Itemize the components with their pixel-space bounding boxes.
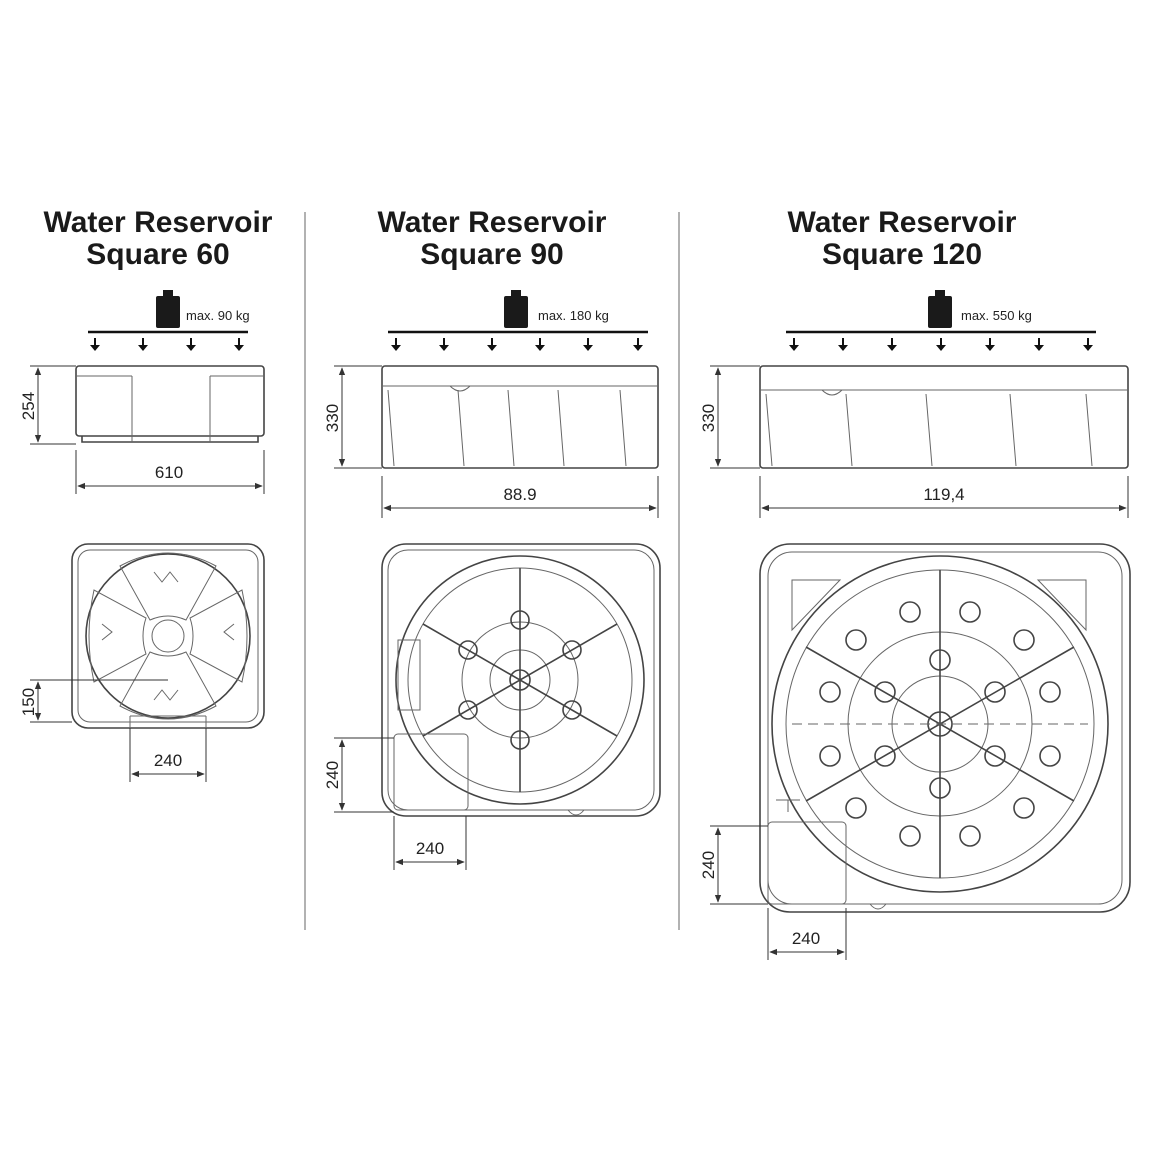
dimension-height xyxy=(710,365,760,469)
dimension-offset-vertical xyxy=(710,825,768,905)
side-view xyxy=(381,365,659,469)
panel-title-line1: Water Reservoir xyxy=(44,206,273,239)
dimension-offset-vertical xyxy=(334,737,394,813)
weight-icon xyxy=(928,290,952,328)
panel-square-90: Water Reservoir Square 90 max. 180 kg 33… xyxy=(323,206,661,870)
dimension-height-label: 254 xyxy=(19,392,38,420)
dimension-offset-vertical-label: 240 xyxy=(323,761,342,789)
arrow-down-icon xyxy=(390,337,644,352)
dimension-offset-horizontal-label: 240 xyxy=(792,929,820,948)
dimension-width xyxy=(381,476,659,518)
dimension-offset-vertical-label: 150 xyxy=(19,688,38,716)
dimension-width-label: 119,4 xyxy=(923,485,964,504)
panel-title-line2: Square 90 xyxy=(420,238,563,271)
panel-title-line1: Water Reservoir xyxy=(378,206,607,239)
dimension-offset-vertical-label: 240 xyxy=(699,851,718,879)
top-view xyxy=(381,543,661,817)
max-load-label: max. 550 kg xyxy=(961,308,1032,323)
top-view xyxy=(759,543,1131,913)
dimension-height-label: 330 xyxy=(323,404,342,432)
top-view xyxy=(71,543,265,729)
panel-square-60: Water Reservoir Square 60 max. 90 kg 254 xyxy=(19,206,273,782)
max-load-label: max. 90 kg xyxy=(186,308,250,323)
dimension-offset-horizontal xyxy=(767,908,847,960)
dimension-width-label: 88.9 xyxy=(503,485,536,504)
dimension-width xyxy=(759,476,1129,518)
side-view xyxy=(759,365,1129,469)
weight-icon xyxy=(504,290,528,328)
max-load-label: max. 180 kg xyxy=(538,308,609,323)
dimension-offset-horizontal xyxy=(129,728,207,782)
dimension-offset-horizontal-label: 240 xyxy=(154,751,182,770)
side-view xyxy=(75,365,265,443)
dimension-height-label: 330 xyxy=(699,404,718,432)
dimension-width xyxy=(75,450,265,494)
arrow-down-icon xyxy=(788,337,1094,352)
dimension-offset-vertical xyxy=(30,679,168,723)
panel-title-line2: Square 60 xyxy=(86,238,229,271)
dimension-height xyxy=(334,365,382,469)
panel-square-120: Water Reservoir Square 120 max. 550 kg 3… xyxy=(699,206,1131,960)
dimension-offset-horizontal xyxy=(393,816,467,870)
panel-title-line2: Square 120 xyxy=(822,238,982,271)
weight-icon xyxy=(156,290,180,328)
arrow-down-icon xyxy=(89,337,245,352)
dimension-offset-horizontal-label: 240 xyxy=(416,839,444,858)
dimension-height xyxy=(30,365,76,445)
dimension-width-label: 610 xyxy=(155,463,183,482)
panel-title-line1: Water Reservoir xyxy=(788,206,1017,239)
